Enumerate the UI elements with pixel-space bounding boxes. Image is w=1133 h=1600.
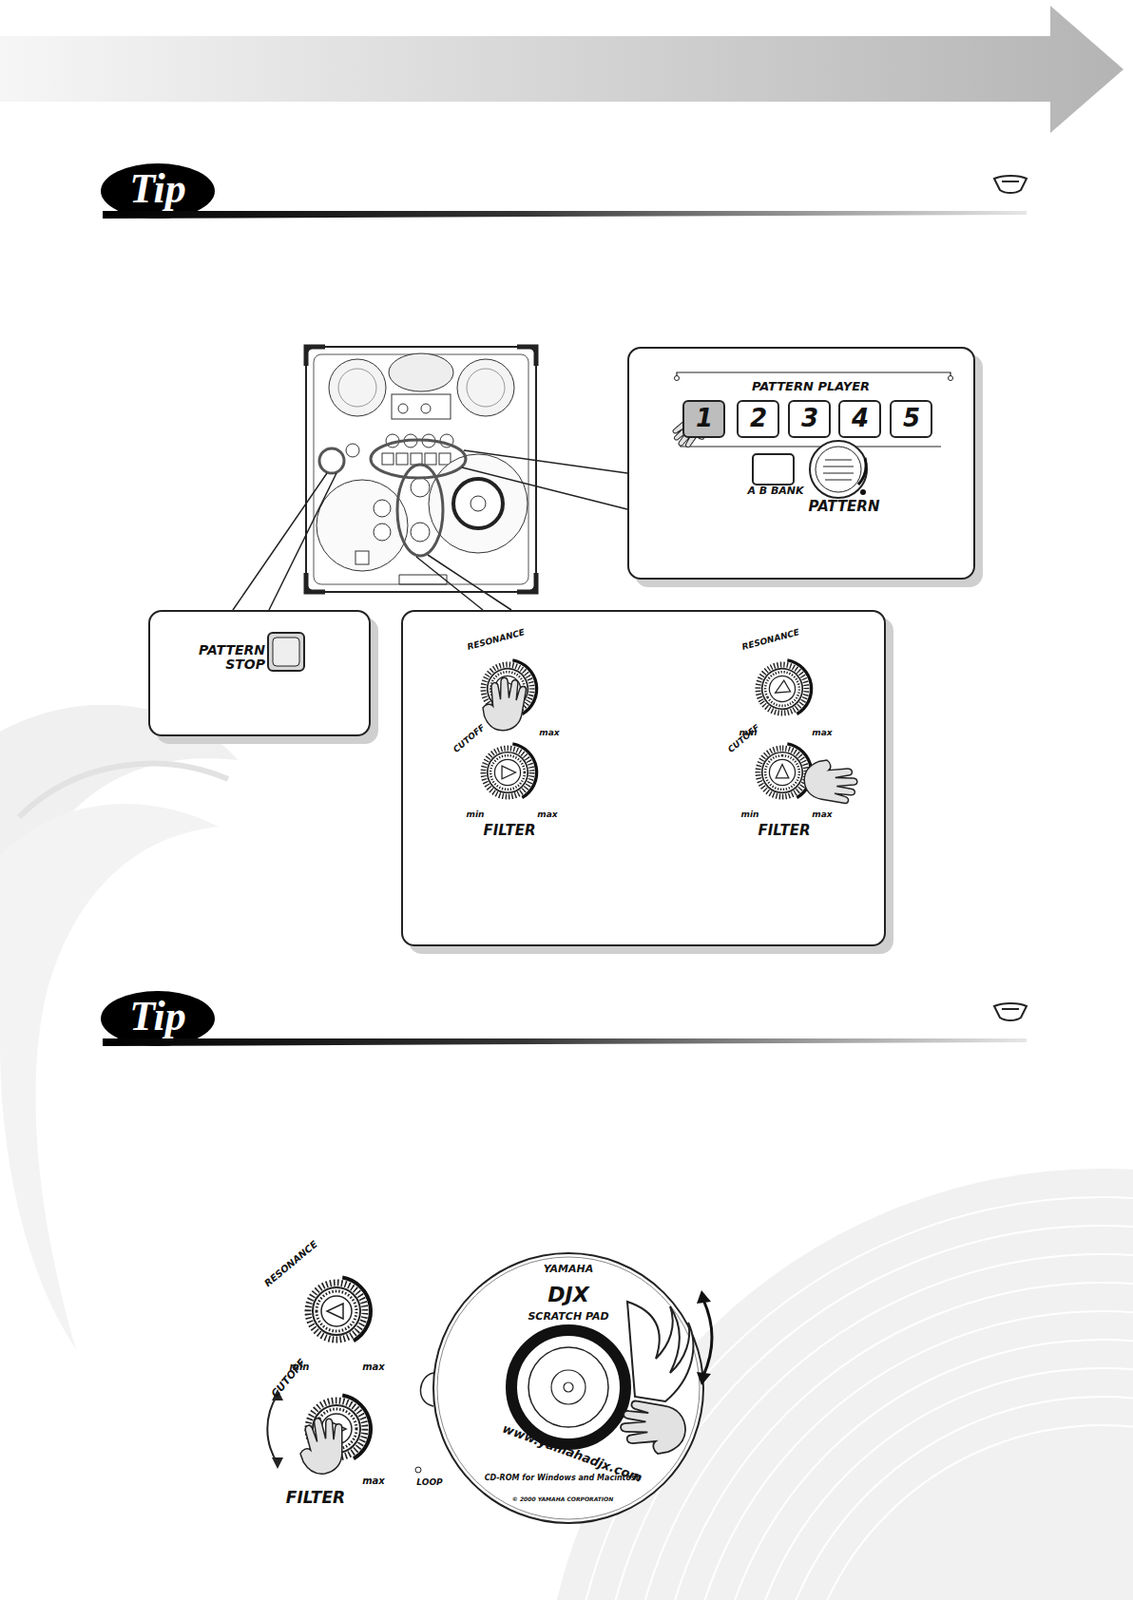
callout-box: PATTERN PLAYER A B BANK PATTERN 1 2 3 4 5 (627, 346, 976, 580)
control-label: RESONANCE (466, 628, 526, 653)
control-label: CUTOFF (452, 723, 488, 755)
part-label: © 2000 YAMAHA CORPORATION (512, 1497, 614, 1504)
control-label: RESONANCE (741, 628, 801, 653)
part-label: LOOP (416, 1478, 442, 1489)
button-number: 1 (695, 404, 713, 433)
part-label: SCRATCH PAD (527, 1311, 609, 1324)
button-number: 5 (902, 404, 921, 433)
callout-box: PATTERN STOP (148, 610, 371, 737)
part-label: FILTER (286, 1489, 346, 1508)
control-label: max (538, 729, 559, 739)
control-label: FILTER (483, 823, 537, 840)
part-label: max (362, 1362, 385, 1373)
part-label: max (362, 1476, 385, 1487)
control-label: min (466, 810, 485, 821)
control-label: max (811, 810, 832, 821)
callout-box: RESONANCEmaxCUTOFFminmaxFILTERRESONANCEm… (401, 610, 886, 947)
pattern-button: 3 (787, 400, 831, 439)
control-label: min (741, 810, 760, 821)
pattern-button: 2 (736, 400, 780, 439)
pattern-button: 5 (889, 400, 933, 439)
control-label: A B BANK (747, 485, 804, 498)
pattern-button: 4 (838, 400, 882, 439)
control-label: FILTER (758, 823, 811, 840)
button-number: 4 (851, 404, 869, 433)
part-label: DJX (547, 1284, 589, 1307)
tip-logo: Tip (129, 166, 186, 212)
part-label: YAMAHA (543, 1264, 595, 1276)
tip-logo: Tip (129, 994, 186, 1040)
control-label: max (537, 810, 557, 821)
button-number: 2 (749, 404, 768, 433)
control-label: PATTERN (808, 499, 881, 516)
control-label: PATTERN STOP (198, 643, 266, 673)
part-label: CUTOFF (269, 1357, 309, 1401)
button-number: 3 (801, 404, 819, 433)
part-label: RESONANCE (262, 1239, 320, 1290)
pattern-button: 1 (682, 400, 726, 439)
control-label: PATTERN PLAYER (751, 380, 870, 394)
part-label: CD-ROM for Windows and Macintosh (484, 1475, 642, 1484)
control-label: max (811, 729, 832, 739)
